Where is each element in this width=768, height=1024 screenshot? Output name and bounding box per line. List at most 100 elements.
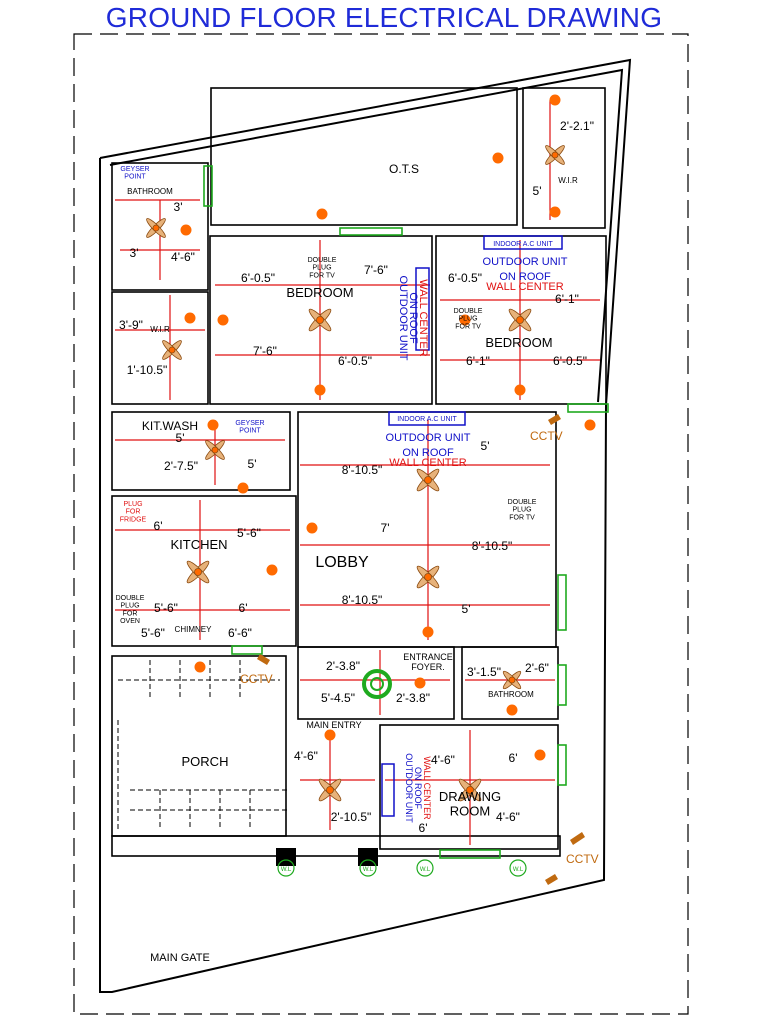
main-entry-label: MAIN ENTRY [306, 720, 361, 730]
dim: 4'-6" [496, 810, 520, 824]
ac-wall-label: WALL CENTER [422, 756, 432, 820]
light-icon [534, 749, 546, 761]
light-icon [316, 208, 328, 220]
ac-units [381, 235, 563, 817]
light-icon [414, 677, 426, 689]
dim: 6'-0.5" [448, 271, 482, 285]
camera-icon [548, 414, 561, 425]
dim: 2'-10.5" [331, 810, 372, 824]
dim: 4'-6" [294, 749, 318, 763]
fan-icon [162, 340, 182, 360]
dim: 7'-6" [253, 344, 277, 358]
light-icon [184, 312, 196, 324]
light-icon [584, 419, 596, 431]
light-icon [237, 482, 249, 494]
fan-icon [205, 440, 225, 460]
fan-icon [545, 145, 565, 165]
fan-icon [458, 778, 482, 802]
dim: 3'-1.5" [467, 665, 501, 679]
dim: 5' [176, 431, 185, 445]
room-bedroom-left: BEDROOM [286, 285, 353, 300]
fan-icon [416, 468, 440, 492]
dim: 2'-3.8" [396, 691, 430, 705]
wall-lights [277, 859, 527, 877]
light-points [180, 94, 596, 761]
ac-labels: INDOOR A.C UNIT OUTDOOR UNIT ON ROOF WAL… [386, 241, 568, 823]
light-icon [492, 152, 504, 164]
dim: 5'-4.5" [321, 691, 355, 705]
ac-indoor-label: INDOOR A.C UNIT [493, 241, 553, 248]
dim: 5' [248, 457, 257, 471]
camera-icon [257, 654, 270, 665]
ac-indoor-label: INDOOR A.C UNIT [397, 416, 457, 423]
room-bedroom-right: BEDROOM [485, 335, 552, 350]
wl-label: W.L [513, 867, 524, 873]
ac-outdoor-label: OUTDOOR UNIT [404, 753, 414, 823]
wl-label: W.L [363, 867, 374, 873]
dim: 6'-0.5" [338, 354, 372, 368]
dim: 2'-6" [525, 661, 549, 675]
light-icon [194, 661, 206, 673]
ac-roof-label: ON ROOF [407, 292, 419, 344]
dim: 6'-0.5" [553, 354, 587, 368]
dim: 6'-1" [466, 354, 490, 368]
main-gate-label: MAIN GATE [150, 952, 210, 964]
fan-icon [186, 560, 210, 584]
dim: 5'-6" [141, 626, 165, 640]
dimensions: 2'-2.1" 5' 3' 3' 4'-6" 6'-0.5" 7'-6" 6'-… [119, 119, 594, 835]
dim: 8'-10.5" [342, 593, 383, 607]
dim: 4'-6" [431, 753, 455, 767]
light-icon [180, 224, 192, 236]
fan-icon [416, 565, 440, 589]
ac-wall-label: WALL CENTER [417, 279, 429, 356]
cctv-labels: CCTV CCTV CCTV [240, 429, 599, 866]
light-icon [324, 729, 336, 741]
wl-label: W.L [281, 867, 292, 873]
fan-icon [502, 670, 522, 690]
wl-labels: W.L W.L W.L W.L [281, 867, 524, 873]
light-icon [207, 419, 219, 431]
windows [203, 165, 609, 859]
dim: 8'-10.5" [472, 539, 513, 553]
room-wir-right: W.I.R [558, 176, 578, 185]
camera-icon [545, 874, 558, 885]
wl-label: W.L [420, 867, 431, 873]
ac-outdoor-label: OUTDOOR UNIT [386, 432, 471, 444]
dim: 3' [174, 200, 183, 214]
ac-outdoor-label: OUTDOOR UNIT [397, 276, 409, 361]
dim: 6' [239, 601, 248, 615]
interior-walls [111, 87, 607, 857]
room-wir-left: W.I.R [150, 325, 170, 334]
dim: 6'-0.5" [241, 271, 275, 285]
room-porch: PORCH [182, 754, 229, 769]
dim: 7'-6" [364, 263, 388, 277]
dim: 2'-2.1" [560, 119, 594, 133]
foyer-feature [362, 669, 392, 699]
ac-outdoor-label: OUTDOOR UNIT [483, 256, 568, 268]
fan-icon [508, 308, 532, 332]
ac-roof-label: ON ROOF [402, 447, 454, 459]
dim: 3'-9" [119, 318, 143, 332]
ceiling-fans [146, 145, 565, 802]
dim: 5' [533, 184, 542, 198]
cctv-cameras [257, 414, 585, 885]
ac-wall-label: WALL CENTER [486, 281, 563, 293]
light-icon [266, 564, 278, 576]
light-icon [506, 704, 518, 716]
cctv-label: CCTV [566, 852, 599, 866]
dim: 6' [509, 751, 518, 765]
dim: 2'-7.5" [164, 459, 198, 473]
light-icon [306, 522, 318, 534]
dim: 3' [130, 246, 139, 260]
room-kitchen: KITCHEN [170, 537, 227, 552]
dim: 6'-1" [555, 292, 579, 306]
dim: 8'-10.5" [342, 463, 383, 477]
